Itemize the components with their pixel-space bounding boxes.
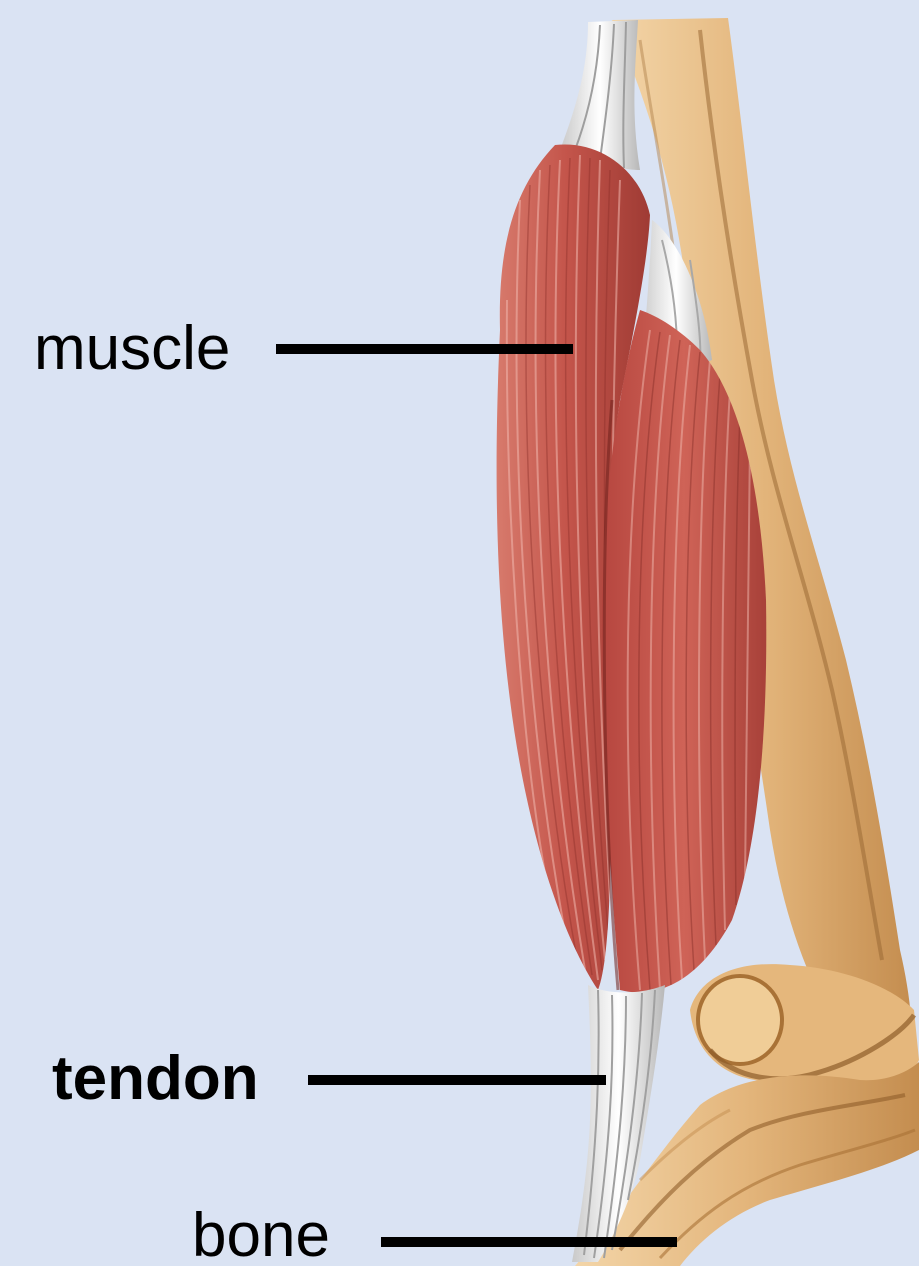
bone-label: bone bbox=[192, 1205, 330, 1266]
muscle-label: muscle bbox=[34, 318, 230, 380]
muscle-leader-line bbox=[276, 344, 573, 354]
tendon-label: tendon bbox=[52, 1048, 259, 1110]
bone-leader-line bbox=[381, 1237, 677, 1247]
tendon-leader-line bbox=[308, 1075, 606, 1085]
